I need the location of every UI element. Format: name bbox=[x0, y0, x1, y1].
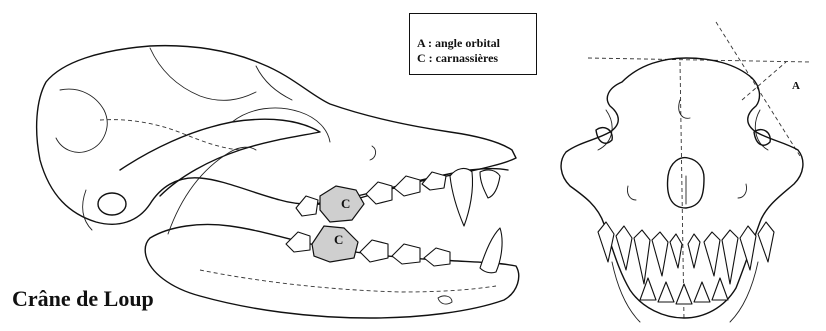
upper-premolar-1 bbox=[366, 182, 392, 204]
cranial-suture bbox=[56, 89, 107, 152]
tooth bbox=[694, 282, 710, 302]
upper-molar bbox=[296, 196, 318, 216]
tooth bbox=[676, 284, 692, 304]
frontal-suture bbox=[256, 66, 292, 100]
tooth bbox=[634, 230, 650, 284]
lower-carnassial-label: C bbox=[334, 232, 343, 248]
infraorbital-foramen bbox=[370, 146, 376, 160]
legend-box: A : angle orbital C : carnassières bbox=[409, 13, 537, 75]
tooth bbox=[740, 226, 756, 270]
lower-premolar-3 bbox=[424, 248, 450, 266]
lower-molar bbox=[286, 232, 310, 252]
upper-incisor bbox=[480, 170, 500, 198]
upper-premolar-2 bbox=[394, 176, 420, 196]
nasal-bones bbox=[679, 100, 690, 118]
legend-line-a: A : angle orbital bbox=[417, 36, 536, 51]
tooth bbox=[658, 282, 674, 302]
legend-line-c: C : carnassières bbox=[417, 51, 536, 66]
orbital-angle-line-2 bbox=[742, 62, 786, 100]
mandibular-canal bbox=[200, 270, 496, 292]
tympanic-bulla bbox=[98, 193, 126, 215]
infraorbital-right bbox=[738, 184, 747, 198]
mastoid-process bbox=[83, 190, 92, 230]
upper-canine bbox=[450, 169, 473, 226]
tooth bbox=[712, 278, 728, 300]
orbit-rim bbox=[232, 108, 330, 142]
lower-premolar-1 bbox=[360, 240, 388, 262]
tooth bbox=[598, 222, 614, 262]
frontal-skull-view bbox=[561, 22, 810, 322]
infraorbital-left bbox=[627, 186, 636, 200]
tooth bbox=[640, 278, 656, 300]
lower-premolar-2 bbox=[392, 244, 420, 264]
upper-carnassial-label: C bbox=[341, 196, 350, 212]
tooth bbox=[758, 222, 774, 262]
upper-premolar-3 bbox=[422, 172, 446, 190]
lower-canine bbox=[480, 228, 502, 273]
mental-foramen bbox=[438, 296, 452, 304]
orbital-angle-label: A bbox=[792, 80, 800, 92]
frontal-teeth bbox=[598, 222, 774, 304]
tooth bbox=[652, 232, 668, 276]
midline bbox=[680, 62, 684, 320]
diagram-title: Crâne de Loup bbox=[12, 286, 154, 312]
lateral-skull-view bbox=[37, 46, 519, 318]
tooth bbox=[670, 234, 682, 268]
tooth bbox=[722, 230, 738, 284]
tooth bbox=[704, 232, 720, 276]
zygomatic-arch bbox=[120, 119, 320, 196]
frontal-mandible-left bbox=[612, 262, 640, 322]
tooth bbox=[688, 234, 700, 268]
